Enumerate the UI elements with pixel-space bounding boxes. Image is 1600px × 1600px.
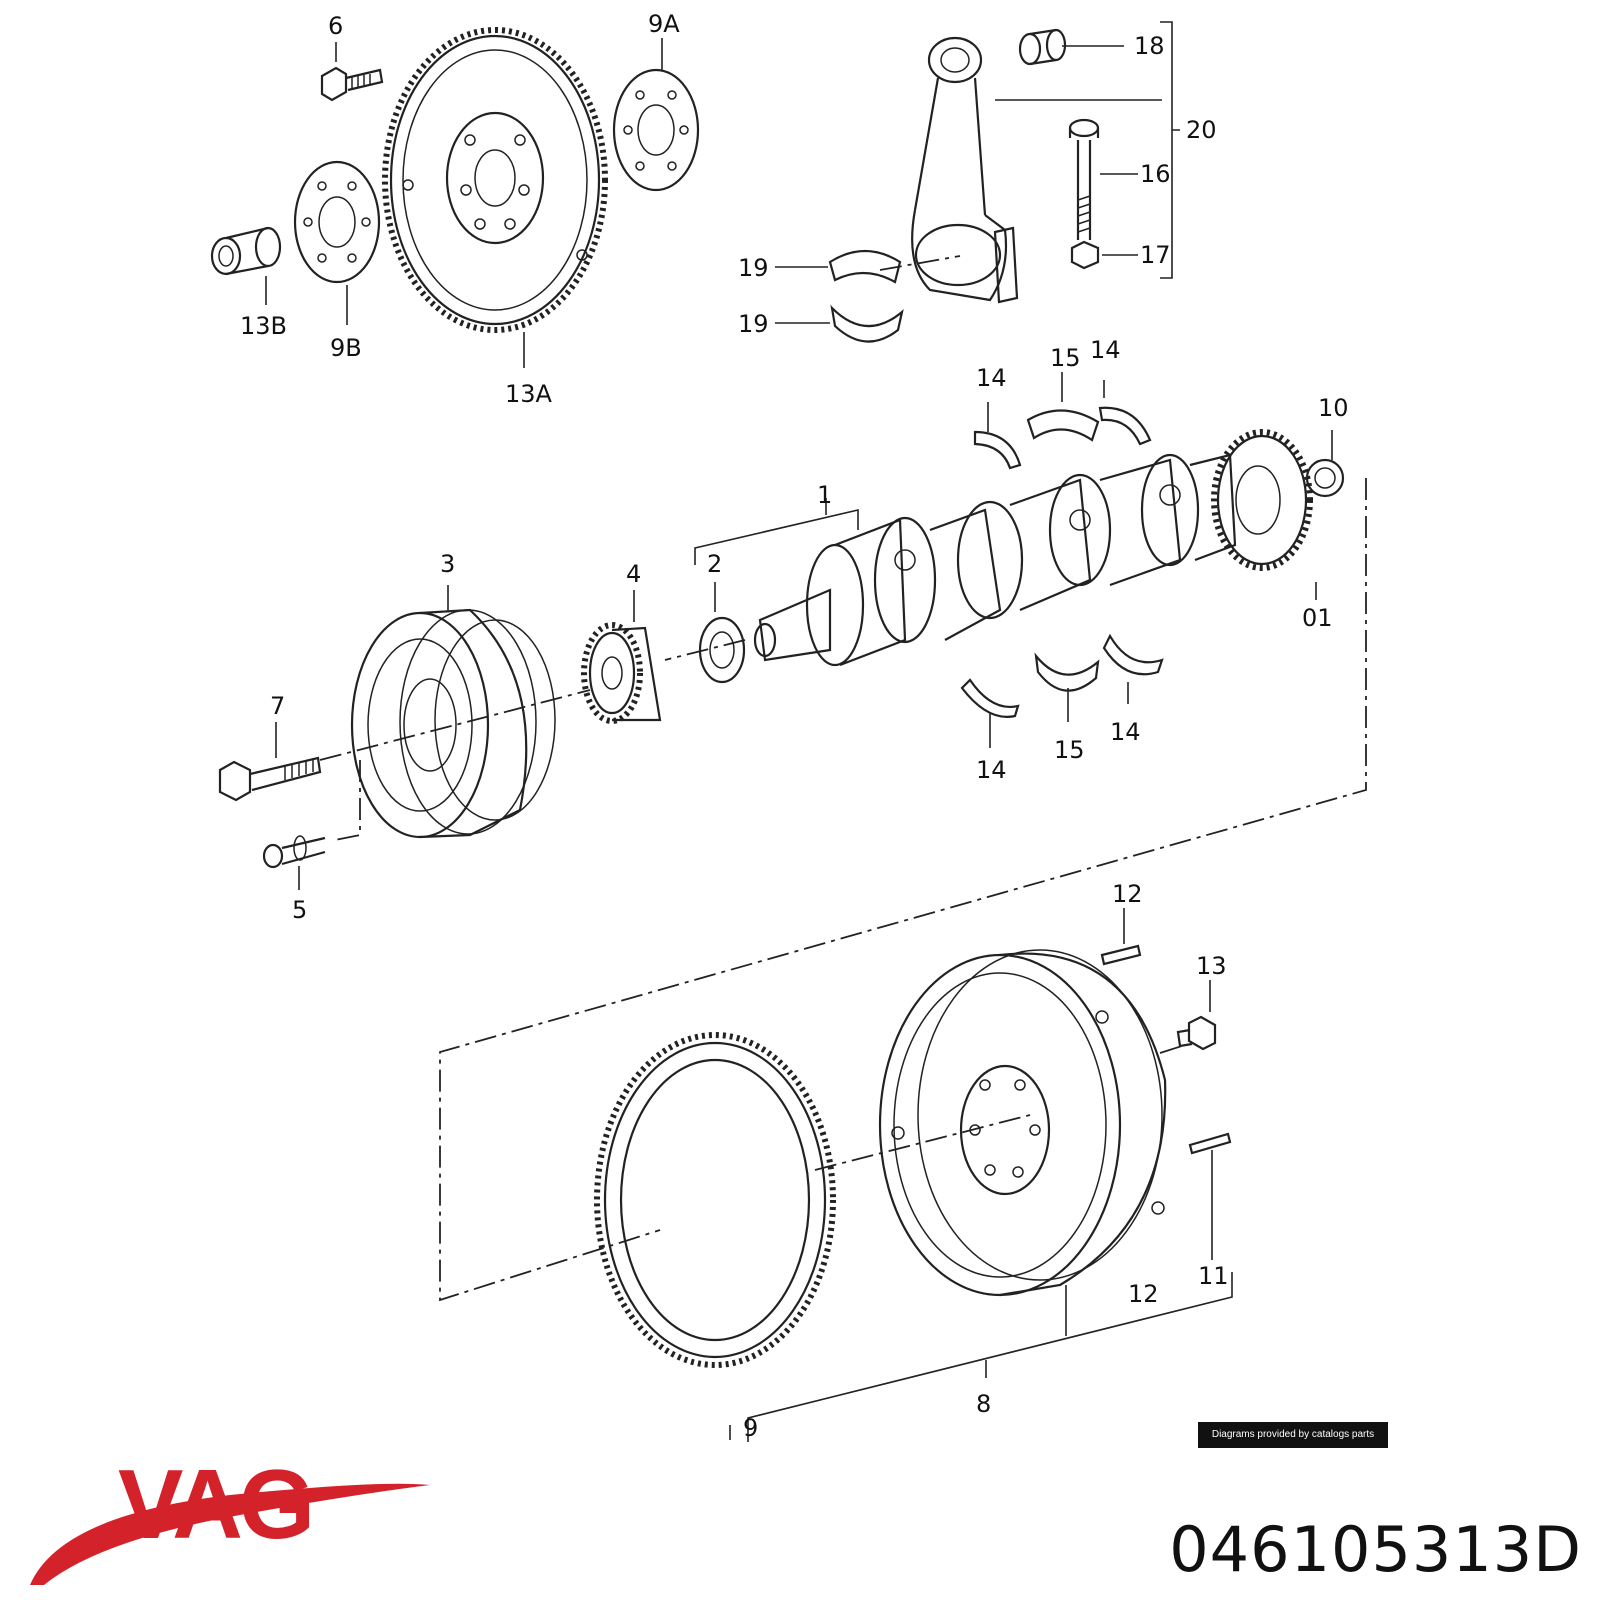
part-8-dual-mass-flywheel [878, 949, 1167, 1297]
callout-14-upper-right: 14 [1090, 336, 1121, 364]
part-number: 046105313D [1169, 1513, 1582, 1586]
part-16-rod-bolt [1068, 118, 1100, 240]
callout-6: 6 [328, 12, 343, 40]
part-19-bearing-shells [828, 250, 904, 343]
bracket-8 [747, 1272, 1233, 1442]
part-13b-bushing [210, 226, 282, 276]
vag-logo: VAG [118, 1449, 315, 1559]
part-13-flywheel-bolt [1176, 1015, 1217, 1051]
callout-10: 10 [1318, 394, 1349, 422]
part-6-bolt [320, 66, 384, 102]
bracket-1 [694, 498, 859, 565]
diagram-credit-badge: Diagrams provided by catalogs parts [1198, 1422, 1388, 1448]
part-1-crankshaft [753, 453, 1237, 667]
part-3-vibration-damper [350, 608, 556, 839]
assembly-axis-lines [319, 255, 1367, 1302]
part-20-connecting-rod [911, 36, 1019, 304]
callout-20: 20 [1186, 116, 1217, 144]
callout-15-lower: 15 [1054, 736, 1085, 764]
callout-14-lower-right: 14 [1110, 718, 1141, 746]
callout-18: 18 [1134, 32, 1165, 60]
callout-01: 01 [1302, 604, 1333, 632]
part-14-15-lower-bearings [960, 633, 1164, 718]
callout-14-lower-left: 14 [976, 756, 1007, 784]
callout-19-upper: 19 [738, 254, 769, 282]
callout-7: 7 [270, 692, 285, 720]
callout-2: 2 [707, 550, 722, 578]
part-12-dowel-pin-top [1100, 944, 1142, 966]
part-18-small-end-bushing [1018, 28, 1067, 66]
part-01-crank-flange [1211, 429, 1313, 571]
part-4-crank-sprocket [581, 622, 662, 724]
part-17-rod-nut [1070, 240, 1100, 270]
callout-12-top: 12 [1112, 880, 1143, 908]
callout-4: 4 [626, 560, 641, 588]
leader-lines [265, 38, 1333, 1336]
callout-16: 16 [1140, 160, 1171, 188]
part-5-screw [262, 835, 326, 869]
callout-13a: 13A [505, 380, 553, 408]
callout-9: 9 [743, 1414, 758, 1442]
part-9b-shim-plate [293, 160, 381, 284]
callout-11: 11 [1198, 1262, 1229, 1290]
part-10-needle-bearing [1305, 458, 1345, 498]
part-7-pulley-bolt [218, 756, 322, 802]
callout-12-bottom: 12 [1128, 1280, 1159, 1308]
part-11-dowel-pin [1188, 1132, 1232, 1155]
callout-15-upper: 15 [1050, 344, 1081, 372]
part-9a-shim-plate [612, 68, 700, 192]
vag-logo-swoosh [30, 1483, 430, 1585]
part-13a-drive-plate [382, 27, 608, 333]
part-2-oil-seal-ring [698, 616, 746, 684]
callout-labels: 6 9A 18 20 16 17 19 19 13B 9B 13A 14 15 … [240, 10, 1349, 1442]
part-9-ring-gear [594, 1032, 836, 1368]
bracket-20 [1160, 21, 1180, 279]
callout-13: 13 [1196, 952, 1227, 980]
callout-8: 8 [976, 1390, 991, 1418]
callout-17: 17 [1140, 241, 1171, 269]
part-14-15-upper-bearings [973, 406, 1152, 470]
callout-1: 1 [817, 481, 832, 509]
callout-19-lower: 19 [738, 310, 769, 338]
callout-9a: 9A [648, 10, 680, 38]
callout-3: 3 [440, 550, 455, 578]
callout-13b: 13B [240, 312, 287, 340]
callout-9b: 9B [330, 334, 362, 362]
callout-14-upper-left: 14 [976, 364, 1007, 392]
callout-5: 5 [292, 896, 307, 924]
